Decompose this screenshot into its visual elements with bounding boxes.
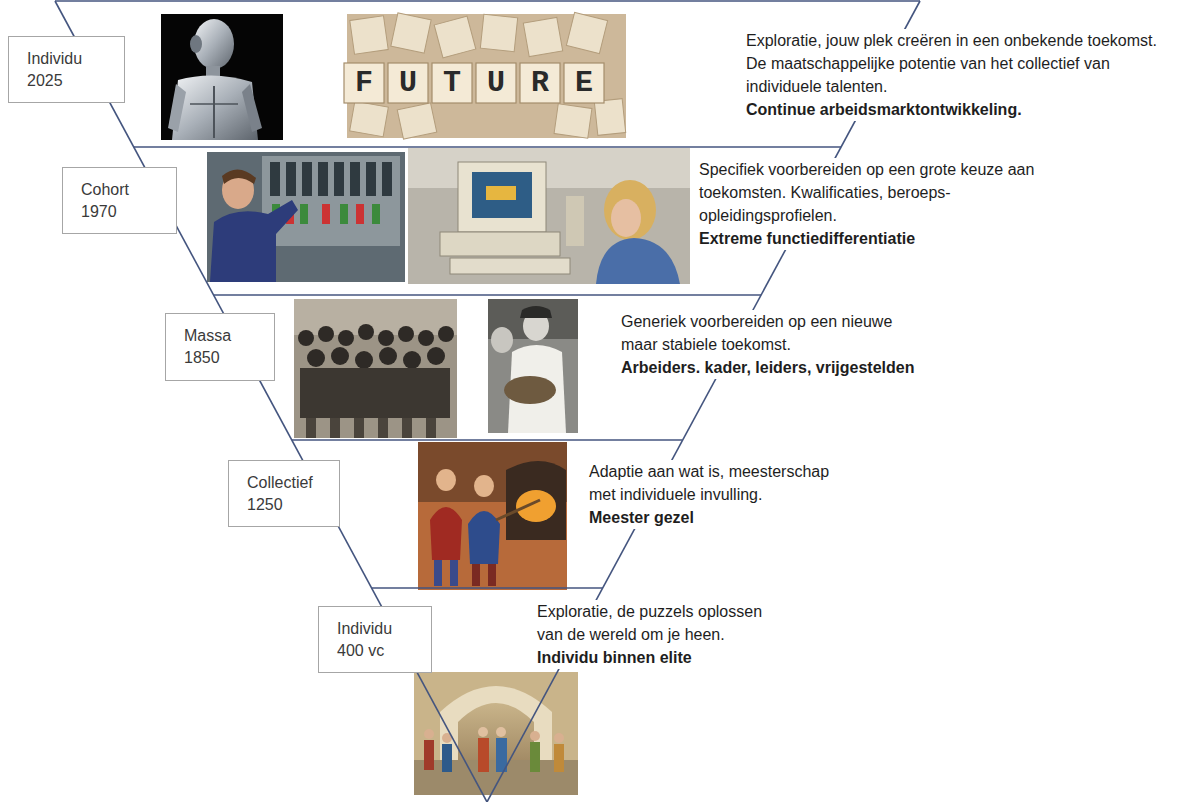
- worker-photo: [488, 299, 578, 433]
- computer-photo: [408, 148, 690, 284]
- era-label: Individu 2025: [27, 48, 110, 92]
- era-box: Massa 1850: [165, 313, 275, 381]
- description-text: Adaptie aan wat is, meesterschap met ind…: [589, 460, 851, 506]
- funnel-outline: [55, 1, 920, 802]
- era-box: Cohort 1970: [62, 167, 177, 234]
- school-of-athens-painting: [414, 672, 578, 795]
- description-text: Specifiek voorbereiden op een grote keuz…: [699, 158, 1084, 227]
- tiles-photo: [344, 12, 626, 139]
- era-label: Massa 1850: [184, 325, 260, 369]
- keyword-text: Meester gezel: [589, 506, 851, 529]
- workers-photo: [294, 299, 457, 438]
- keyword-text: Continue arbeidsmarktontwikkeling.: [746, 98, 1178, 121]
- description-text: Generiek voorbereiden op een nieuwe maar…: [621, 310, 911, 356]
- robot-photo: [161, 14, 283, 140]
- description-text: Exploratie, jouw plek creëren in een onb…: [746, 29, 1178, 98]
- description-text: Exploratie, de puzzels oplossen van de w…: [537, 600, 787, 646]
- electrician-photo: [207, 152, 405, 282]
- era-box: Individu 2025: [8, 36, 125, 103]
- era-box: Individu 400 vc: [318, 606, 432, 673]
- era-label: Individu 400 vc: [337, 618, 417, 662]
- keyword-text: Arbeiders. kader, leiders, vrijgestelden: [621, 356, 1001, 379]
- keyword-text: Extreme functiedifferentiatie: [699, 227, 1084, 250]
- tile-word: FUTURE: [355, 63, 619, 103]
- era-label: Cohort 1970: [81, 179, 162, 223]
- keyword-text: Individu binnen elite: [537, 646, 787, 669]
- era-box: Collectief 1250: [228, 460, 340, 527]
- era-label: Collectief 1250: [247, 472, 325, 516]
- bakers-painting: [418, 442, 567, 590]
